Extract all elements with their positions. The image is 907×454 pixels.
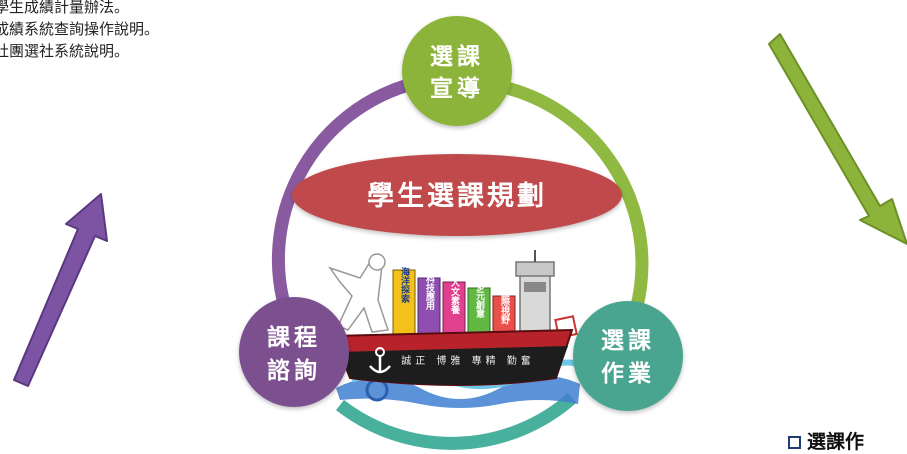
banner-text-4: 國際視野 [499, 288, 511, 325]
ring-arc-bottom [336, 393, 577, 450]
node-course-promotion: 選課 宣導 [402, 16, 512, 126]
notes-list: 學生成績計量辦法。 成績系統查詢操作說明。 社團選社系統說明。 [0, 0, 159, 62]
cycle-ring [271, 79, 649, 450]
banner-text-1: 科技應用 [424, 273, 436, 311]
note-item: 社團選社系統說明。 [0, 42, 130, 60]
ship-motto: 誠正 博雅 專精 勤奮 [401, 354, 535, 367]
banner-text-3: 多元創意 [474, 281, 486, 319]
center-title: 學生選課規劃 [367, 180, 547, 212]
node-course-consulting-line1: 課程 [267, 324, 321, 351]
center-title-bubble: 學生選課規劃 [292, 154, 622, 236]
anchor-icon [369, 347, 391, 374]
node-course-operation: 選課 作業 [573, 301, 683, 411]
banner-text-2: 人文素養 [449, 277, 461, 315]
node-course-promotion-line1: 選課 [430, 43, 484, 70]
footer-label: 選課作 [807, 431, 865, 453]
node-course-consulting: 課程 諮詢 [239, 297, 349, 407]
ship-banners: 海洋探索 科技應用 人文素養 多元創意 國際視野 [392, 266, 516, 337]
ship-illustration: 海洋探索 科技應用 人文素養 多元創意 國際視野 誠正 博雅 專精 勤奮 [328, 250, 589, 408]
left-up-arrow [13, 193, 108, 387]
ring-arc-left [271, 79, 412, 307]
note-item: 學生成績計量辦法。 [0, 0, 130, 16]
node-course-operation-line2: 作業 [601, 360, 655, 387]
square-bullet-icon [788, 436, 801, 449]
right-down-arrow [768, 33, 907, 245]
node-course-consulting-line2: 諮詢 [267, 357, 321, 384]
node-course-promotion-line2: 宣導 [430, 75, 484, 102]
banner-text-0: 海洋探索 [399, 266, 410, 304]
ring-arc-top-right [500, 81, 649, 317]
note-item: 成績系統查詢操作說明。 [0, 20, 160, 38]
node-course-operation-line1: 選課 [601, 327, 655, 354]
footer-heading: 選課作 [788, 427, 864, 454]
